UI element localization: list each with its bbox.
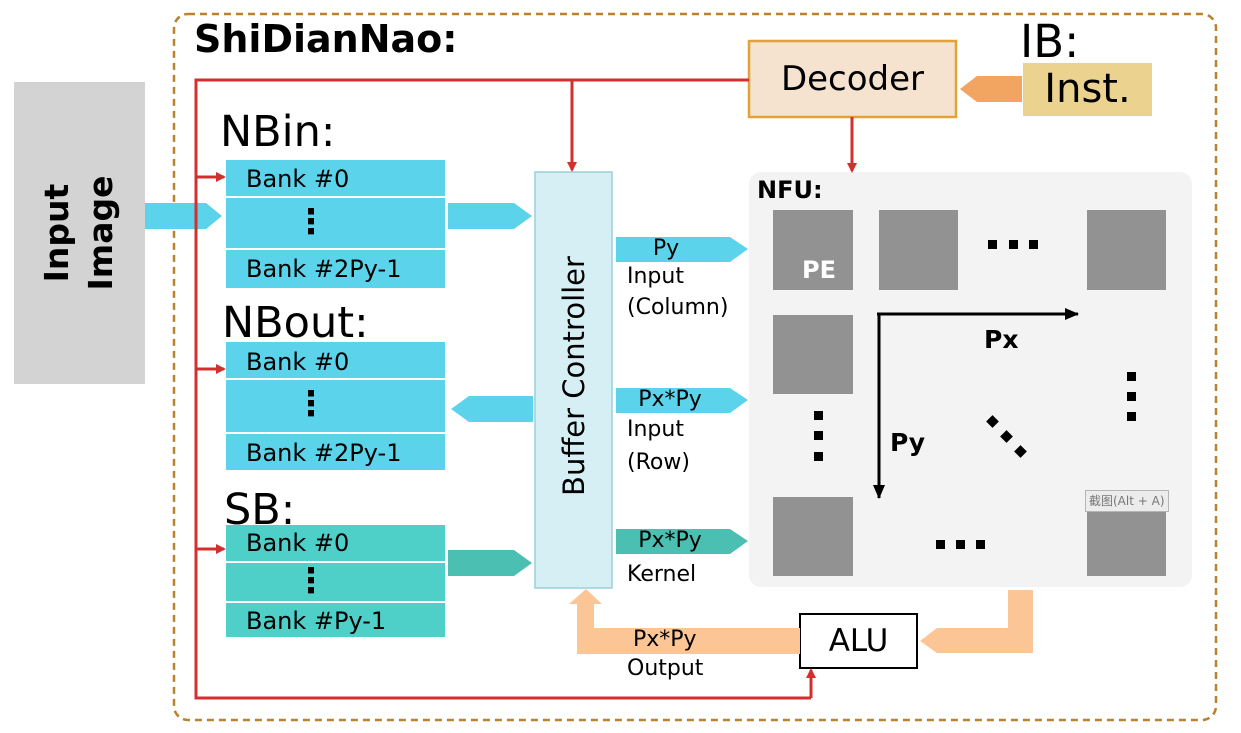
pe-square-left-2 (773, 315, 853, 394)
buffer-to-nbout-arrow (451, 396, 533, 422)
inst-label: Inst. (1044, 66, 1131, 112)
nbin-ellipsis: ⋮ (294, 202, 328, 242)
sb-ellipsis: ⋮ (294, 561, 328, 601)
sb-bank-first (226, 525, 445, 561)
sb-bank-last-label: Bank #Py-1 (246, 607, 387, 635)
alu-box (799, 613, 918, 669)
nbin-bank-first (226, 160, 445, 196)
nbin-bank-first-label: Bank #0 (246, 165, 350, 193)
nbout-bank-last-label: Bank #2Py-1 (246, 439, 402, 467)
pe-label: PE (802, 256, 836, 284)
px-axis-label: Px (984, 325, 1019, 354)
nbin-bank-last-label: Bank #2Py-1 (246, 255, 402, 283)
py-input-line1: Input (627, 264, 684, 289)
pxpy-kernel-tag-label: Px*Py (638, 528, 702, 553)
sb-bank-middle (226, 563, 445, 601)
pxpy-input-tag-label: Px*Py (638, 387, 702, 412)
input-image-line1: Input (37, 183, 76, 283)
nbout-bank-last (226, 434, 445, 470)
alu-label: ALU (828, 623, 889, 659)
nbin-bank-middle (226, 198, 445, 248)
pe-square-top-right (1087, 210, 1166, 290)
input-image-line2: Image (81, 175, 120, 291)
nbout-ellipsis: ⋮ (294, 384, 328, 424)
vertical-dots-left (814, 411, 823, 461)
nbout-bank-middle (226, 380, 445, 432)
py-axis-label: Py (890, 428, 926, 457)
pe-square-top-left (773, 210, 853, 290)
nfu-panel (749, 172, 1192, 587)
pxpy-input-line2: (Row) (627, 450, 690, 475)
chip-title: ShiDianNao: (194, 17, 458, 61)
control-lines (194, 78, 857, 700)
inst-box (1023, 63, 1152, 116)
buffer-controller-box (534, 171, 613, 589)
pe-square-bottom-left (773, 497, 853, 576)
inst-to-decoder-arrow (960, 76, 1022, 102)
nbout-bank-first (226, 342, 445, 378)
alu-to-buffer-arrow (569, 589, 800, 654)
nbin-to-buffer-arrow (448, 203, 532, 229)
input-image-block (14, 82, 145, 384)
screenshot-tooltip: 截图(Alt + A) (1085, 490, 1169, 512)
sb-bank-last (226, 603, 445, 637)
nfu-label: NFU: (757, 176, 823, 204)
py-input-line2: (Column) (627, 295, 729, 320)
py-input-tag-label: Py (652, 236, 680, 261)
sb-label: SB: (224, 485, 296, 535)
pxpy-kernel-tag (616, 529, 748, 554)
horizontal-dots-bottom (936, 540, 985, 549)
py-input-tag (616, 237, 748, 262)
sb-to-buffer-arrow (448, 550, 532, 576)
ib-label: IB: (1020, 15, 1080, 68)
pxpy-output-line1: Output (627, 656, 704, 681)
pxpy-input-line1: Input (627, 417, 684, 442)
vertical-dots-right (1127, 372, 1136, 421)
pxpy-kernel-line1: Kernel (627, 562, 697, 587)
buffer-controller-label: Buffer Controller (557, 256, 591, 496)
decoder-label: Decoder (780, 59, 925, 99)
nbin-label: NBin: (220, 107, 336, 157)
pxpy-input-tag (616, 388, 748, 413)
horizontal-dots-top (988, 240, 1038, 249)
chip-boundary (172, 12, 1218, 722)
nbout-bank-first-label: Bank #0 (246, 348, 350, 376)
pxpy-output-tag-label: Px*Py (633, 627, 697, 652)
pe-square-top-2 (879, 210, 958, 290)
nfu-to-alu-arrow (920, 590, 1033, 653)
input-to-nbin-arrow (145, 203, 222, 229)
nbin-bank-last (226, 250, 445, 288)
sb-bank-first-label: Bank #0 (246, 529, 350, 557)
nbout-label: NBout: (222, 298, 369, 348)
